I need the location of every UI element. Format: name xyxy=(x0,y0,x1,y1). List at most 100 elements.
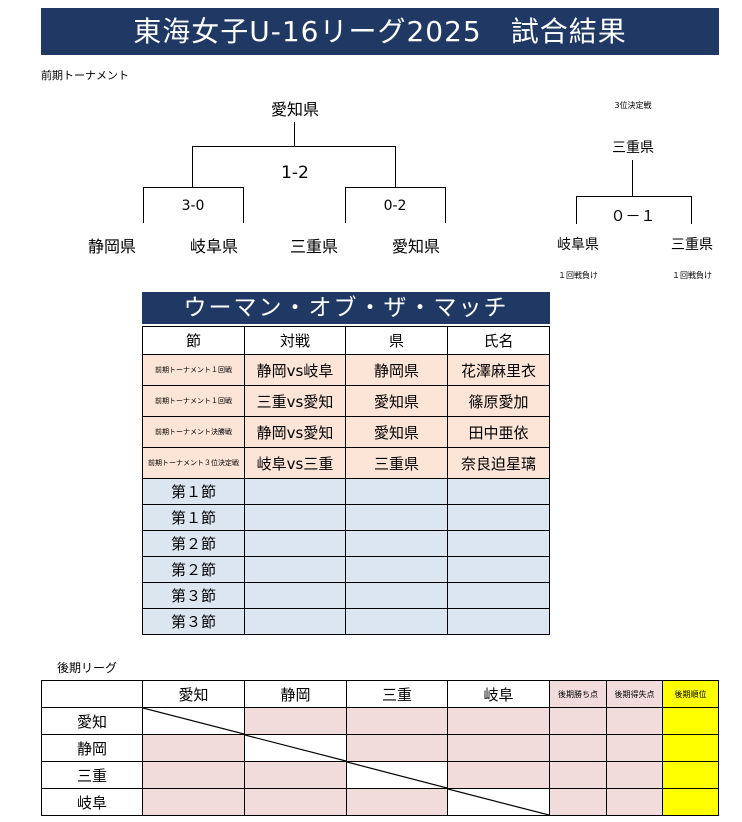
rank-cell xyxy=(662,761,719,789)
bracket-line xyxy=(294,122,295,146)
league-table: 愛知 静岡 三重 岐阜 後期勝ち点 後期得失点 後期順位 愛知 静岡 三重 xyxy=(41,680,719,816)
round-cell: 第１節 xyxy=(142,478,245,505)
match-cell: 静岡vs岐阜 xyxy=(244,354,346,386)
table-row: 第２節 xyxy=(142,556,550,583)
empty-cell xyxy=(244,530,346,557)
empty-cell xyxy=(244,504,346,531)
result-cell xyxy=(346,788,448,816)
round-cell: 前期トーナメント３位決定戦 xyxy=(142,447,245,479)
player-name-cell: 篠原愛加 xyxy=(447,385,550,417)
table-row: 第１節 xyxy=(142,504,550,531)
bracket-line xyxy=(576,196,577,224)
diagonal-cell xyxy=(244,734,347,762)
bracket-line xyxy=(691,196,692,224)
empty-cell xyxy=(447,530,550,557)
goal-diff-cell xyxy=(606,734,663,762)
third-place-score: ０－１ xyxy=(610,207,656,225)
pref-cell: 愛知県 xyxy=(345,416,448,448)
bracket-line xyxy=(345,187,445,188)
empty-cell xyxy=(345,608,448,635)
header-rank: 後期順位 xyxy=(662,680,719,708)
header-team: 三重 xyxy=(346,680,448,708)
round-cell: 第１節 xyxy=(142,504,245,531)
rank-cell xyxy=(662,788,719,816)
header-match: 対戦 xyxy=(244,326,346,355)
row-team: 静岡 xyxy=(41,734,143,762)
table-header-row: 愛知 静岡 三重 岐阜 後期勝ち点 後期得失点 後期順位 xyxy=(41,680,719,708)
result-cell xyxy=(244,761,347,789)
empty-cell xyxy=(345,478,448,505)
first-round-loss-note: １回戦負け xyxy=(672,271,712,280)
third-place-winner: 三重県 xyxy=(612,140,654,156)
bracket-line xyxy=(243,187,244,223)
diagonal-cell xyxy=(346,761,448,789)
tournament-label: 前期トーナメント xyxy=(41,69,129,82)
table-row: 岐阜 xyxy=(41,788,719,816)
result-cell xyxy=(447,734,550,762)
empty-cell xyxy=(244,582,346,609)
goal-diff-cell xyxy=(606,707,663,735)
bracket-line xyxy=(345,187,346,223)
bracket-line xyxy=(143,187,144,223)
goal-diff-cell xyxy=(606,761,663,789)
league-label: 後期リーグ xyxy=(57,661,118,675)
wom-table: 節 対戦 県 氏名 前期トーナメント１回戦 静岡vs岐阜 静岡県 花澤麻里衣 前… xyxy=(142,326,550,635)
points-cell xyxy=(549,788,607,816)
row-team: 愛知 xyxy=(41,707,143,735)
empty-cell xyxy=(244,478,346,505)
third-place-label: 3位決定戦 xyxy=(614,101,652,110)
player-name-cell: 花澤麻里衣 xyxy=(447,354,550,386)
table-row: 第２節 xyxy=(142,530,550,557)
header-team: 静岡 xyxy=(244,680,347,708)
points-cell xyxy=(549,707,607,735)
team-gifu: 岐阜県 xyxy=(189,237,238,256)
page-title: 東海女子U-16リーグ2025 試合結果 xyxy=(41,8,719,55)
empty-cell xyxy=(345,556,448,583)
row-team: 三重 xyxy=(41,761,143,789)
bracket-line xyxy=(192,146,193,187)
result-cell xyxy=(346,707,448,735)
match-cell: 静岡vs愛知 xyxy=(244,416,346,448)
result-cell xyxy=(447,707,550,735)
header-points: 後期勝ち点 xyxy=(549,680,607,708)
result-cell xyxy=(244,788,347,816)
bracket-line xyxy=(576,196,691,197)
empty-cell xyxy=(447,556,550,583)
final-score: 1-2 xyxy=(281,163,309,183)
empty-cell xyxy=(244,608,346,635)
bracket-line xyxy=(395,146,396,187)
result-cell xyxy=(142,761,245,789)
bracket-line xyxy=(143,187,243,188)
header-pref: 県 xyxy=(345,326,448,355)
empty-cell xyxy=(447,608,550,635)
first-round-loss-note: １回戦負け xyxy=(558,271,598,280)
empty-cell xyxy=(345,504,448,531)
table-row: 愛知 xyxy=(41,707,719,735)
result-cell xyxy=(447,761,550,789)
team-mie-third: 三重県 xyxy=(671,237,713,253)
semi2-score: 0-2 xyxy=(383,198,407,214)
empty-cell xyxy=(345,582,448,609)
pref-cell: 愛知県 xyxy=(345,385,448,417)
empty-cell xyxy=(447,582,550,609)
empty-cell xyxy=(345,530,448,557)
pref-cell: 三重県 xyxy=(345,447,448,479)
table-row: 第３節 xyxy=(142,582,550,609)
goal-diff-cell xyxy=(606,788,663,816)
player-name-cell: 奈良迫星璃 xyxy=(447,447,550,479)
bracket-line xyxy=(192,146,395,147)
table-row: 前期トーナメント決勝戦 静岡vs愛知 愛知県 田中亜依 xyxy=(142,416,550,448)
match-cell: 三重vs愛知 xyxy=(244,385,346,417)
header-round: 節 xyxy=(142,326,245,355)
table-header-row: 節 対戦 県 氏名 xyxy=(142,326,550,355)
rank-cell xyxy=(662,707,719,735)
round-cell: 前期トーナメント決勝戦 xyxy=(142,416,245,448)
result-cell xyxy=(346,734,448,762)
bracket-line xyxy=(632,160,633,196)
round-cell: 第２節 xyxy=(142,530,245,557)
round-cell: 前期トーナメント１回戦 xyxy=(142,385,245,417)
wom-title: ウーマン・オブ・ザ・マッチ xyxy=(142,292,550,324)
table-row: 第３節 xyxy=(142,608,550,635)
points-cell xyxy=(549,761,607,789)
rank-cell xyxy=(662,734,719,762)
